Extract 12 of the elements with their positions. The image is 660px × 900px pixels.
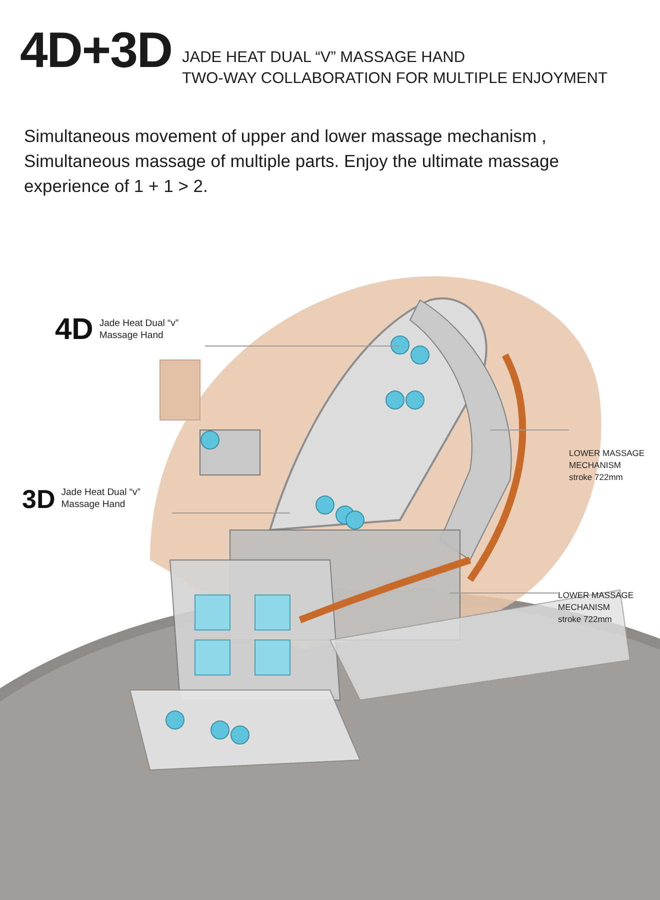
leader-line	[450, 592, 558, 594]
subtitle: JADE HEAT DUAL “V” MASSAGE HAND	[182, 48, 466, 68]
subtitle: TWO-WAY COLLABORATION FOR MULTIPLE ENJOYMENT	[182, 69, 608, 89]
title: 4D+3D	[20, 22, 172, 78]
callout-text: stroke 722mm	[558, 613, 613, 625]
callout-text: Jade Heat Dual “v” Massage Hand	[99, 318, 180, 342]
leader-line	[172, 512, 290, 514]
description-paragraph: Simultaneous movement of upper and lower massage mechanism , Simultaneous massage of multiple parts. Enjoy the ultimate massage experience of 1 + 1 > 2.	[24, 125, 560, 198]
callout-text: Jade Heat Dual “v” Massage Hand	[61, 487, 142, 511]
callout-heading: 3D	[22, 484, 56, 514]
callout-text: stroke 722mm	[569, 471, 624, 483]
callout-heading: 4D	[55, 314, 94, 346]
